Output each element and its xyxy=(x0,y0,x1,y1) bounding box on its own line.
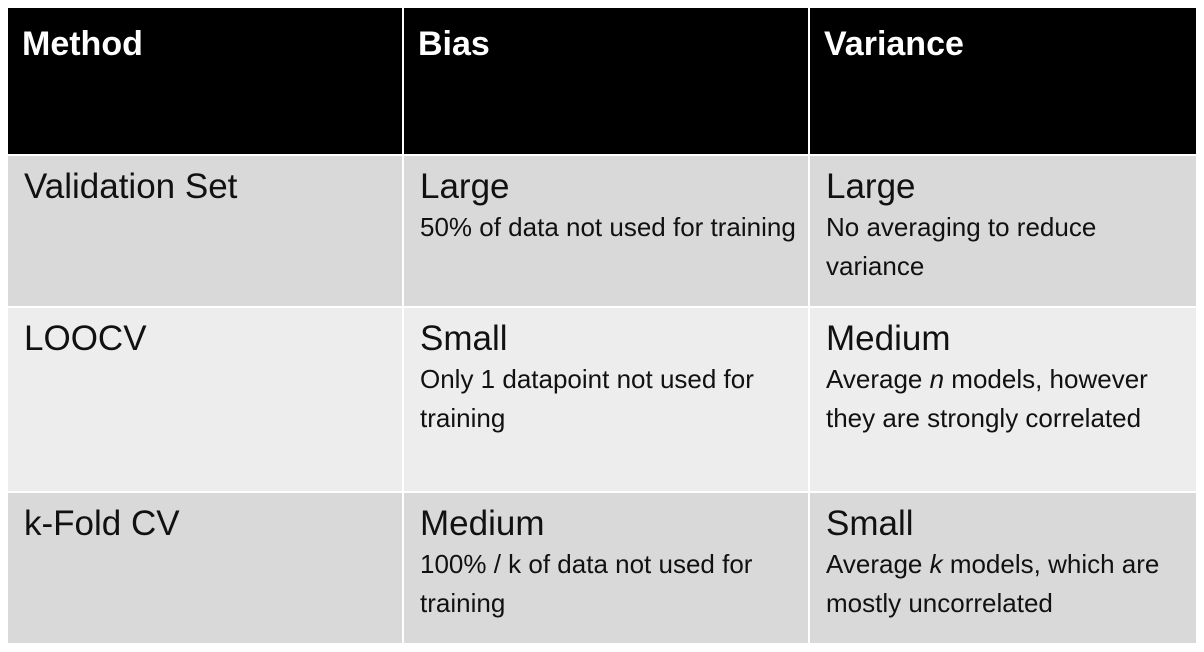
bias-value: Small xyxy=(420,319,508,358)
comparison-table: Method Bias Variance Validation Set Larg… xyxy=(8,8,1196,645)
header-variance: Variance xyxy=(810,8,1196,156)
variance-description: Average k models, which are mostly uncor… xyxy=(826,545,1184,623)
method-cell: Validation Set xyxy=(8,156,404,308)
bias-description: Only 1 datapoint not used for training xyxy=(420,364,754,433)
variance-value: Large xyxy=(826,167,916,206)
variance-description-end: models, however they are strongly correl… xyxy=(826,364,1148,433)
bias-value: Medium xyxy=(420,504,545,543)
header-row: Method Bias Variance xyxy=(8,8,1196,156)
variance-value: Medium xyxy=(826,319,951,358)
bias-value: Large xyxy=(420,167,510,206)
variance-value: Small xyxy=(826,504,914,543)
variance-description-start: Average xyxy=(826,549,930,579)
variance-cell: Large No averaging to reduce variance xyxy=(810,156,1196,308)
bias-cell: Large 50% of data not used for training xyxy=(404,156,810,308)
bias-cell: Small Only 1 datapoint not used for trai… xyxy=(404,308,810,493)
variance-cell: Small Average k models, which are mostly… xyxy=(810,493,1196,645)
bias-description: 100% / k of data not used for training xyxy=(420,549,753,618)
variance-cell: Medium Average n models, however they ar… xyxy=(810,308,1196,493)
method-cell: k-Fold CV xyxy=(8,493,404,645)
variance-description-start: Average xyxy=(826,364,930,394)
header-bias: Bias xyxy=(404,8,810,156)
table-row: k-Fold CV Medium 100% / k of data not us… xyxy=(8,493,1196,645)
method-cell: LOOCV xyxy=(8,308,404,493)
method-label: Validation Set xyxy=(24,167,238,206)
variance-description-end: models, which are mostly uncorrelated xyxy=(826,549,1160,618)
bias-description: 50% of data not used for training xyxy=(420,212,796,242)
bias-cell: Medium 100% / k of data not used for tra… xyxy=(404,493,810,645)
method-label: k-Fold CV xyxy=(24,504,180,543)
variance-description-variable: n xyxy=(929,364,945,394)
table-row: LOOCV Small Only 1 datapoint not used fo… xyxy=(8,308,1196,493)
table-row: Validation Set Large 50% of data not use… xyxy=(8,156,1196,308)
method-label: LOOCV xyxy=(24,319,147,358)
variance-description: Average n models, however they are stron… xyxy=(826,360,1184,438)
variance-description-variable: k xyxy=(929,549,943,579)
variance-description: No averaging to reduce variance xyxy=(826,212,1097,281)
header-method: Method xyxy=(8,8,404,156)
